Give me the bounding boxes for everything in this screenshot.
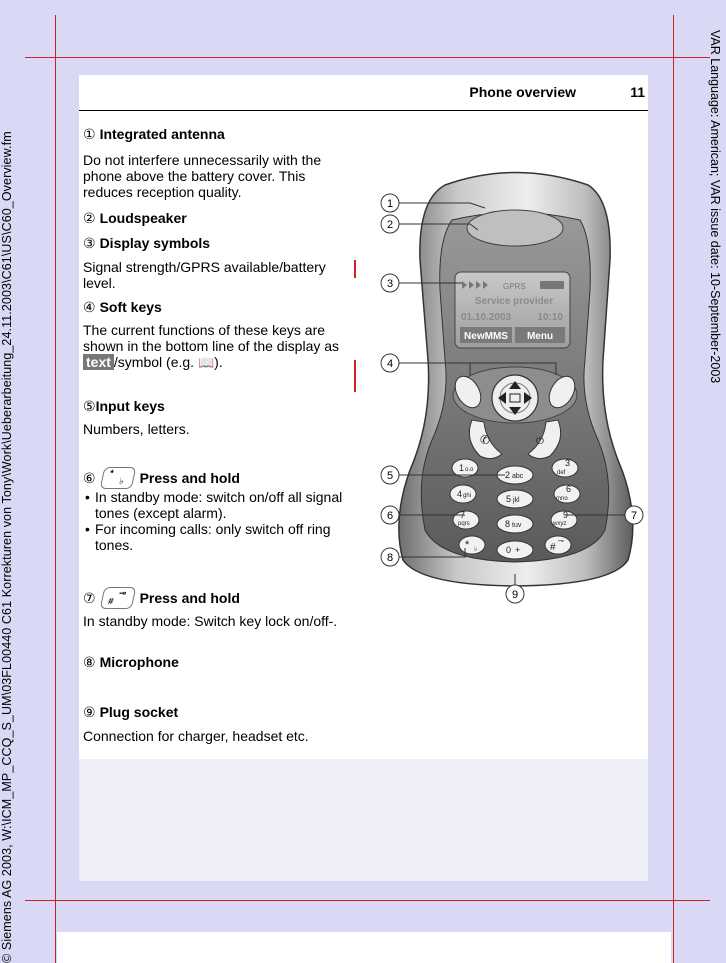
item-5-body: Numbers, letters. — [83, 421, 190, 437]
change-bar — [354, 360, 356, 392]
book-icon: 📖 — [197, 355, 215, 370]
item-7-body: In standby mode: Switch key lock on/off-… — [83, 613, 338, 629]
file-path-sidebar: © Siemens AG 2003, W:\ICM_MP_CCQ_S_UM\03… — [0, 131, 14, 963]
item-5-heading: ⑤Input keys — [83, 398, 165, 414]
crop-line-right — [673, 15, 674, 963]
item-6-heading: ⑥*♭Press and hold — [83, 467, 240, 489]
list-item: In standby mode: switch on/off all signa… — [85, 489, 345, 521]
item-9-body: Connection for charger, headset etc. — [83, 728, 309, 744]
blank-panel — [79, 759, 648, 881]
item-4-body: The current functions of these keys are … — [83, 322, 340, 370]
item-7-heading: ⑦#⊸Press and hold — [83, 587, 240, 609]
item-6-bullets: In standby mode: switch on/off all signa… — [83, 489, 345, 553]
star-key-icon: *♭ — [99, 467, 136, 489]
list-item: For incoming calls: only switch off ring… — [85, 521, 345, 553]
page-title: Phone overview — [469, 84, 576, 100]
crop-line-top — [25, 57, 710, 58]
crop-line-left — [55, 15, 56, 963]
softkey-text-sample: text — [83, 354, 114, 370]
page-number: 11 — [630, 84, 645, 100]
bottom-strip — [57, 932, 671, 963]
item-3-body: Signal strength/GPRS available/battery l… — [83, 259, 326, 291]
item-1-body: Do not interfere unnecessarily with the … — [83, 152, 322, 200]
change-bar — [354, 260, 356, 278]
hash-key-icon: #⊸ — [99, 587, 136, 609]
var-language-sidebar: VAR Language: American; VAR issue date: … — [708, 30, 722, 384]
page-header: Phone overview 11 — [79, 75, 648, 111]
crop-line-bottom — [25, 900, 710, 901]
